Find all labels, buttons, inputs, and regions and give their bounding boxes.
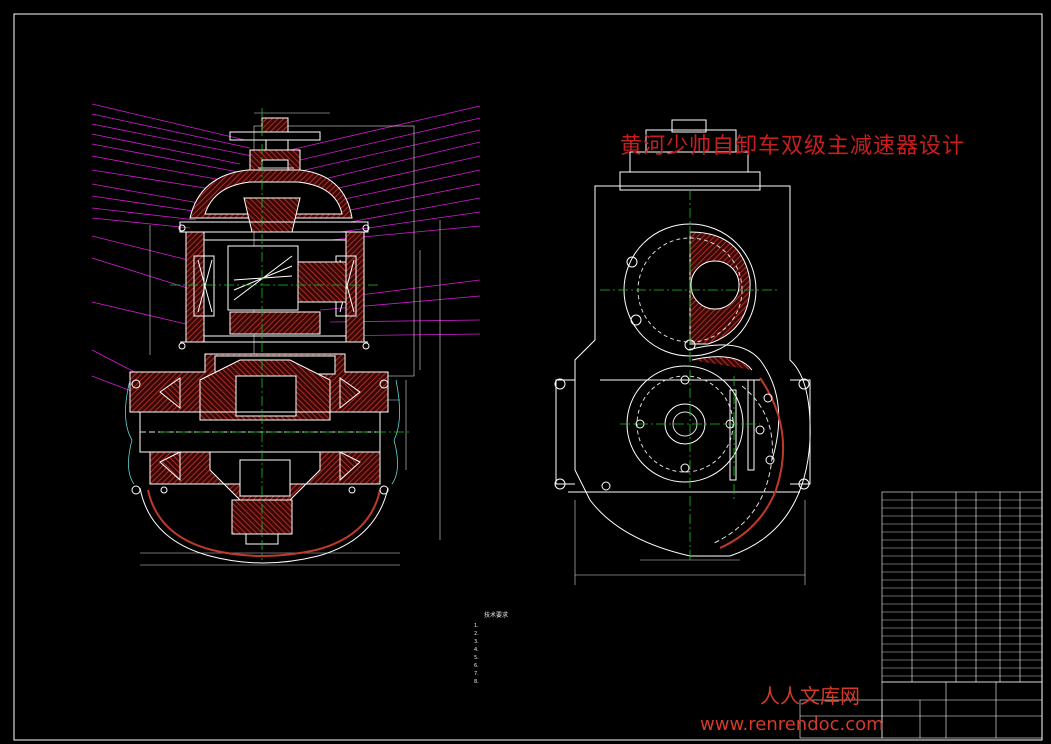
note-item: 2. (474, 631, 479, 637)
note-item: 6. (474, 663, 479, 669)
section-centerlines (160, 108, 410, 560)
note-item: 3. (474, 639, 479, 645)
side-view (554, 119, 811, 585)
title-block (799, 681, 1043, 739)
notes-heading: 技术要求 (484, 612, 509, 619)
note-item: 1. (474, 623, 479, 629)
watermark-site-name: 人人文库网 (760, 684, 860, 708)
watermark-url-link[interactable]: www.renrendoc.com (700, 714, 884, 735)
note-item: 4. (474, 647, 479, 653)
note-item: 7. (474, 671, 479, 677)
drawing-title: 黄河少帅自卸车双级主减速器设计 (620, 134, 966, 159)
technical-notes: 技术要求 1. 2. 3. 4. 5. 6. 7. 8. (474, 612, 724, 686)
leader-lines-left (91, 103, 253, 407)
drawing-border (13, 13, 1043, 741)
parts-list-rows (882, 499, 1042, 677)
parts-list (881, 491, 1043, 683)
note-item: 5. (474, 655, 479, 661)
section-view (91, 103, 481, 566)
note-item: 8. (474, 679, 479, 685)
side-centerlines (600, 190, 780, 560)
